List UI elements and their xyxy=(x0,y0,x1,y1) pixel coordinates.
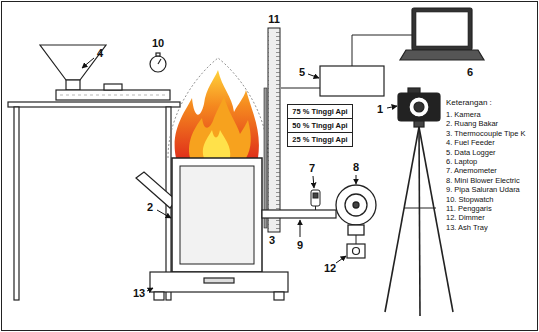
air-pipe xyxy=(262,210,336,218)
data-logger xyxy=(320,66,384,96)
callout-number: 10 xyxy=(152,37,164,49)
laptop-icon xyxy=(400,8,484,60)
thermocouple xyxy=(264,88,267,228)
flame-dome xyxy=(168,58,268,158)
legend-item: 1. Kamera xyxy=(446,110,481,119)
flame-height-box: 75 % Tinggi Api xyxy=(287,104,353,119)
legend-item: 12. Dimmer xyxy=(446,213,485,222)
callout-number: 12 xyxy=(324,262,336,274)
feed-chute xyxy=(136,172,176,208)
legend-item: 6. Laptop xyxy=(446,157,477,166)
legend-item: 9. Pipa Saluran Udara xyxy=(446,185,520,194)
thermocouple-wire xyxy=(281,88,320,89)
node-label: 50 % Tinggi Api xyxy=(292,121,347,130)
ash-tray xyxy=(150,272,288,300)
mini-blower xyxy=(336,185,376,235)
callout-number: 1 xyxy=(377,103,383,115)
flame xyxy=(175,70,259,158)
callout-number: 11 xyxy=(268,13,280,25)
callout-number: 9 xyxy=(297,239,303,251)
tripod xyxy=(385,127,453,316)
camera xyxy=(398,88,440,127)
callout-number: 13 xyxy=(133,287,145,299)
legend-item: 4. Fuel Feeder xyxy=(446,138,495,147)
legend-item: 10. Stopwatch xyxy=(446,195,494,204)
callout-number: 6 xyxy=(467,66,473,78)
legend-item: 3. Thermocouple Tipe K xyxy=(446,129,526,138)
dimmer xyxy=(347,244,365,258)
leader-lines xyxy=(82,58,397,291)
fuel-feeder xyxy=(40,45,170,100)
legend-item: 2. Ruang Bakar xyxy=(446,119,498,128)
feeder-stand xyxy=(8,102,180,300)
combustion-chamber xyxy=(172,158,262,272)
node-label: 75 % Tinggi Api xyxy=(292,107,347,116)
anemometer xyxy=(311,190,320,210)
logger-wire xyxy=(352,35,412,66)
dimmer-wire xyxy=(356,235,357,244)
stopwatch-icon xyxy=(150,53,166,72)
flame-height-box: 50 % Tinggi Api xyxy=(287,118,353,133)
callout-number: 5 xyxy=(299,66,305,78)
legend-item: 11. Penggaris xyxy=(446,204,492,213)
callout-number: 2 xyxy=(147,201,153,213)
flame-height-box: 25 % Tinggi Api xyxy=(287,132,353,147)
legend-heading: Keterangan : xyxy=(446,98,492,107)
callout-number: 4 xyxy=(97,47,103,59)
callout-number: 3 xyxy=(269,234,275,246)
callout-number: 7 xyxy=(309,162,315,174)
callout-number: 8 xyxy=(353,161,359,173)
legend-item: 13. Ash Tray xyxy=(446,223,488,232)
legend-item: 8. Mini Blower Electric xyxy=(446,176,520,185)
ruler xyxy=(268,28,280,232)
legend-item: 5. Data Logger xyxy=(446,148,496,157)
node-label: 25 % Tinggi Api xyxy=(292,135,347,144)
legend-item: 7. Anemometer xyxy=(446,166,497,175)
